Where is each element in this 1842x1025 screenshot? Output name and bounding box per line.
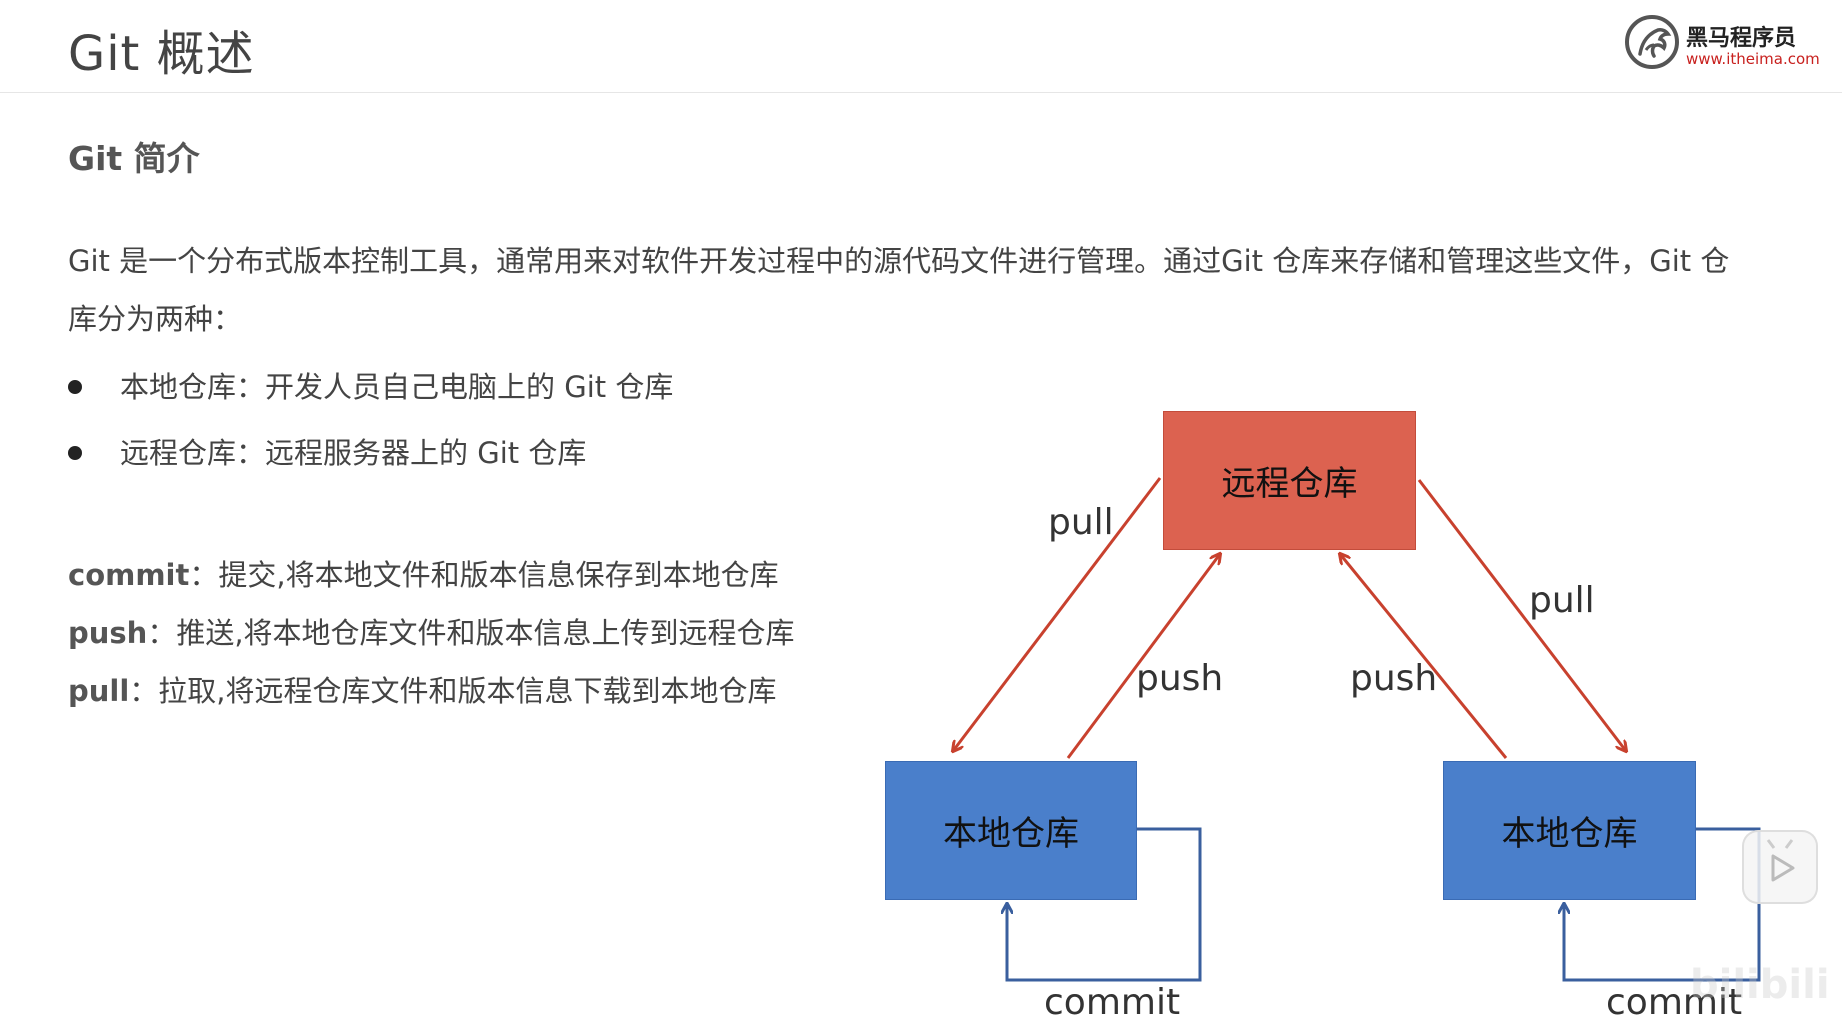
commit-right-loop [1564, 827, 1761, 982]
bullet-dot-icon [68, 446, 82, 460]
intro-paragraph: Git 是一个分布式版本控制工具，通常用来对软件开发过程中的源代码文件进行管理。… [68, 244, 1730, 336]
commit-left-loop [1007, 827, 1202, 982]
remote-repo-box: 远程仓库 [1163, 411, 1416, 550]
bullet-remote-repo: 远程仓库：远程服务器上的 Git 仓库 [68, 430, 586, 472]
bullet-dot-icon [68, 380, 82, 394]
bullet-text: 本地仓库：开发人员自己电脑上的 Git 仓库 [120, 370, 674, 404]
bullet-text: 远程仓库：远程服务器上的 Git 仓库 [120, 436, 587, 470]
pull-left-arrow [953, 477, 1162, 751]
bilibili-watermark: bilibili [1690, 962, 1830, 1008]
logo-url: www.itheima.com [1686, 50, 1820, 68]
header: Git 概述 黑马程序员 www.itheima.com [0, 0, 1842, 93]
brand-logo: 黑马程序员 www.itheima.com [1624, 14, 1824, 74]
definition-term: push [68, 616, 148, 650]
pull-left-label: pull [1048, 502, 1114, 543]
horse-logo-icon [1625, 15, 1679, 69]
section-title: Git 简介 [68, 139, 200, 178]
push-left-label: push [1136, 658, 1224, 699]
play-icon [1766, 839, 1795, 882]
push-right-label: push [1350, 658, 1438, 699]
local-repo-box-left: 本地仓库 [885, 761, 1137, 900]
page-title: Git 概述 [68, 26, 255, 82]
pull-right-arrow [1417, 479, 1626, 751]
definition-push: push：推送,将本地仓库文件和版本信息上传到远程仓库 [68, 610, 795, 652]
definition-commit: commit：提交,将本地文件和版本信息保存到本地仓库 [68, 552, 779, 594]
definition-pull: pull：拉取,将远程仓库文件和版本信息下载到本地仓库 [68, 668, 777, 710]
bullet-local-repo: 本地仓库：开发人员自己电脑上的 Git 仓库 [68, 364, 673, 406]
definition-text: ：推送,将本地仓库文件和版本信息上传到远程仓库 [147, 616, 795, 650]
definition-text: ：提交,将本地文件和版本信息保存到本地仓库 [189, 558, 779, 592]
definition-text: ：拉取,将远程仓库文件和版本信息下载到本地仓库 [129, 674, 777, 708]
commit-left-label: commit [1044, 982, 1181, 1023]
logo-name: 黑马程序员 [1686, 26, 1797, 51]
local-repo-box-right: 本地仓库 [1443, 761, 1696, 900]
definition-term: commit [68, 558, 190, 592]
push-left-arrow [1066, 554, 1220, 759]
video-play-button[interactable] [1742, 830, 1818, 904]
definition-term: pull [68, 674, 130, 708]
commit-right-label: commit [1606, 982, 1743, 1023]
pull-right-label: pull [1529, 580, 1595, 621]
push-right-arrow [1340, 554, 1508, 759]
